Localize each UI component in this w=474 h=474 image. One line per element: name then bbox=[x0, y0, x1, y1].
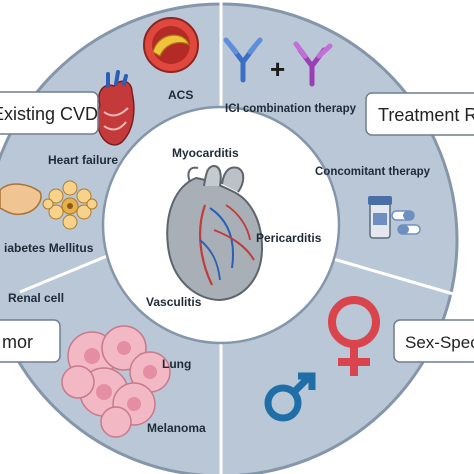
label-myocarditis: Myocarditis bbox=[172, 146, 239, 160]
capsules-icon bbox=[391, 210, 421, 235]
existing-cvd-title: Existing CVD bbox=[0, 104, 98, 124]
sex-specific-title: Sex-Spec bbox=[405, 333, 474, 352]
existing-cvd-box: Existing CVD bbox=[0, 91, 99, 135]
female-symbol-icon bbox=[328, 296, 380, 376]
tumor-cells-icon bbox=[61, 325, 171, 438]
heart-illustration bbox=[166, 164, 264, 302]
antibody-purple-icon bbox=[293, 41, 333, 87]
antibody-blue-icon bbox=[223, 37, 263, 83]
label-ici: ICI combination therapy bbox=[225, 103, 357, 115]
pancreas-icon bbox=[0, 180, 98, 230]
treatment-box: Treatment R bbox=[365, 92, 474, 136]
label-concomitant: Concomitant therapy bbox=[315, 166, 431, 178]
pill-bottle-icon bbox=[368, 196, 392, 239]
label-vasculitis: Vasculitis bbox=[146, 295, 202, 309]
label-heart-failure: Heart failure bbox=[48, 153, 118, 167]
male-symbol-icon bbox=[264, 372, 316, 422]
artery-icon bbox=[143, 17, 199, 73]
sex-specific-box: Sex-Spec bbox=[393, 319, 474, 363]
label-lung: Lung bbox=[162, 357, 191, 371]
label-melanoma: Melanoma bbox=[147, 421, 206, 435]
label-pericarditis: Pericarditis bbox=[256, 231, 322, 245]
tumor-title: mor bbox=[2, 332, 33, 352]
label-renal: Renal cell bbox=[8, 291, 64, 305]
plus-sign: + bbox=[270, 54, 285, 84]
tumor-box: mor bbox=[0, 319, 61, 363]
label-diabetes: iabetes Mellitus bbox=[4, 241, 94, 255]
label-acs: ACS bbox=[168, 88, 193, 102]
treatment-title: Treatment R bbox=[378, 105, 474, 125]
